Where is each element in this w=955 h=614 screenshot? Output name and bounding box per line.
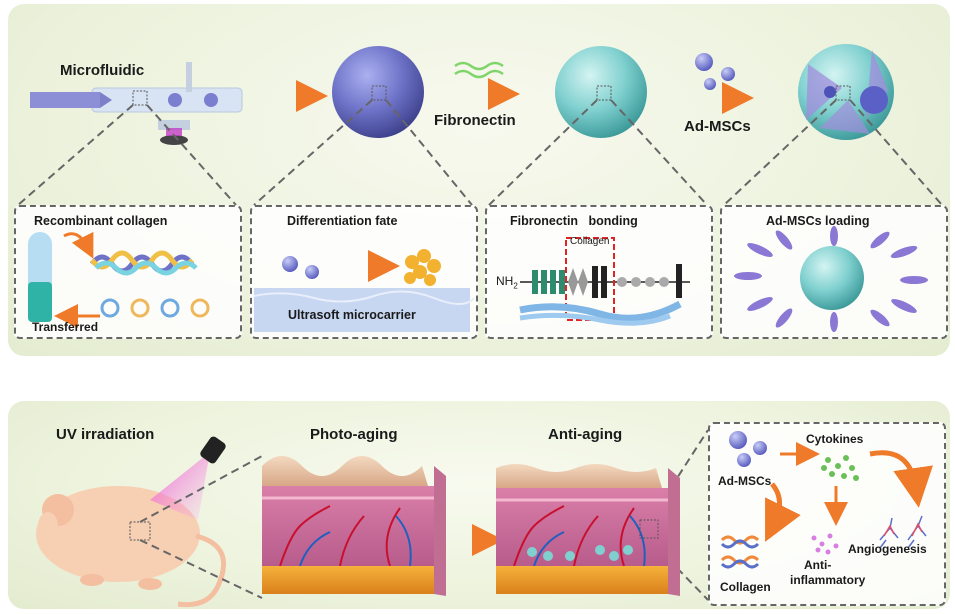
purple-microcarrier [332, 46, 424, 138]
photo-aged-skin [262, 456, 446, 596]
fibronectin-label: Fibronectin [434, 112, 516, 129]
anti-aged-skin [496, 464, 680, 596]
ad-mscs-label: Ad-MSCs [684, 118, 751, 135]
fibronectin-bonding-title: Fibronectin bonding [510, 214, 638, 228]
transferred-label: Transferred [32, 320, 99, 334]
angiogenesis-label: Angiogenesis [848, 542, 927, 556]
anti-aging-label: Anti-aging [548, 426, 623, 443]
ultrasoft-microcarrier-label: Ultrasoft microcarrier [288, 308, 416, 322]
cytokines-label: Cytokines [806, 432, 864, 446]
microcarrier-surface [253, 249, 475, 332]
inflammatory-label: inflammatory [790, 573, 866, 587]
collagen-tag-label: Collagen [570, 236, 610, 247]
uv-irradiation-label: UV irradiation [56, 426, 155, 443]
differentiation-fate-title: Differentiation fate [287, 214, 398, 228]
microfluidic-label: Microfluidic [60, 62, 145, 79]
cells-around-sphere [734, 226, 928, 332]
loaded-microcarrier [798, 44, 894, 140]
mouse-illustration [36, 486, 227, 608]
nh2-label: NH2 [496, 274, 518, 291]
recombinant-collagen-title: Recombinant collagen [34, 214, 168, 228]
collagen-helix [28, 231, 210, 328]
fibronectin-domains [519, 237, 690, 326]
photo-aging-label: Photo-aging [310, 426, 398, 443]
inset-ad-mscs-label: Ad-MSCs [718, 474, 772, 488]
anti-label: Anti- [804, 558, 832, 572]
inset-collagen-label: Collagen [720, 580, 771, 594]
microfluidic-device [30, 62, 243, 145]
ad-mscs-loading-title: Ad-MSCs loading [766, 214, 870, 228]
mechanism-graphics [720, 431, 933, 569]
